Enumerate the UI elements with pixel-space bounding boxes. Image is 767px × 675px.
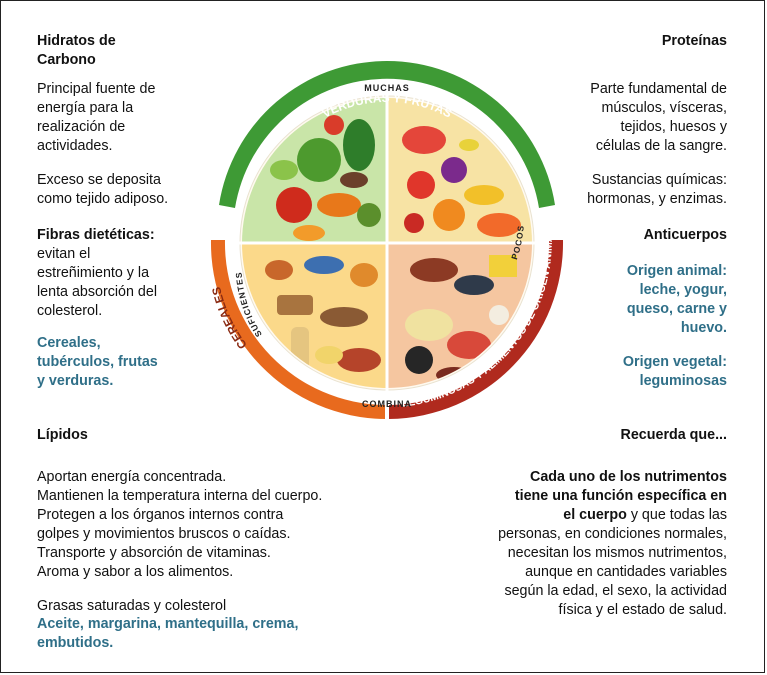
antibodies-animal-origin: Origen animal: leche, yogur, queso, carn…	[626, 263, 727, 336]
remember-heading: Recuerda que...	[620, 427, 727, 443]
lipids-functions: Aportan energía concentrada. Mantienen l…	[37, 469, 323, 580]
fiber-sources: Cereales, tubérculos, frutas y verduras.	[37, 335, 158, 389]
carbs-description: Principal fuente de energía para la real…	[37, 81, 156, 154]
proteins-heading: Proteínas	[661, 33, 727, 49]
combina-label: COMBINA	[362, 399, 412, 409]
muchas-label: MUCHAS	[364, 83, 410, 93]
proteins-chemicals: Sustancias químicas: hormonas, y enzimas…	[587, 172, 727, 207]
food-plate-diagram: VERDURAS Y FRUTAS MUCHAS CEREALES SUFICI…	[209, 61, 564, 419]
animal-band	[389, 240, 564, 419]
antibodies-vegetal-origin: Origen vegetal: leguminosas	[622, 354, 727, 389]
cereal-band	[210, 240, 385, 419]
antibodies-heading: Anticuerpos	[643, 227, 727, 243]
carbs-heading: Hidratos de Carbono	[37, 33, 116, 68]
carbs-excess-note: Exceso se deposita como tejido adiposo.	[37, 172, 169, 207]
proteins-description: Parte fundamental de músculos, vísceras,…	[590, 81, 727, 154]
lipids-sources: Aceite, margarina, mantequilla, crema, e…	[37, 616, 299, 651]
lipids-fats-line: Grasas saturadas y colesterol	[37, 598, 227, 614]
fiber-heading: Fibras dietéticas:	[37, 227, 155, 243]
remember-body: Cada uno de los nutrimentos tiene una fu…	[498, 469, 727, 618]
lipids-heading: Lípidos	[37, 427, 88, 443]
fiber-block: Fibras dietéticas: evitan el estreñimien…	[37, 227, 158, 319]
veg-fruit-band	[219, 61, 555, 208]
